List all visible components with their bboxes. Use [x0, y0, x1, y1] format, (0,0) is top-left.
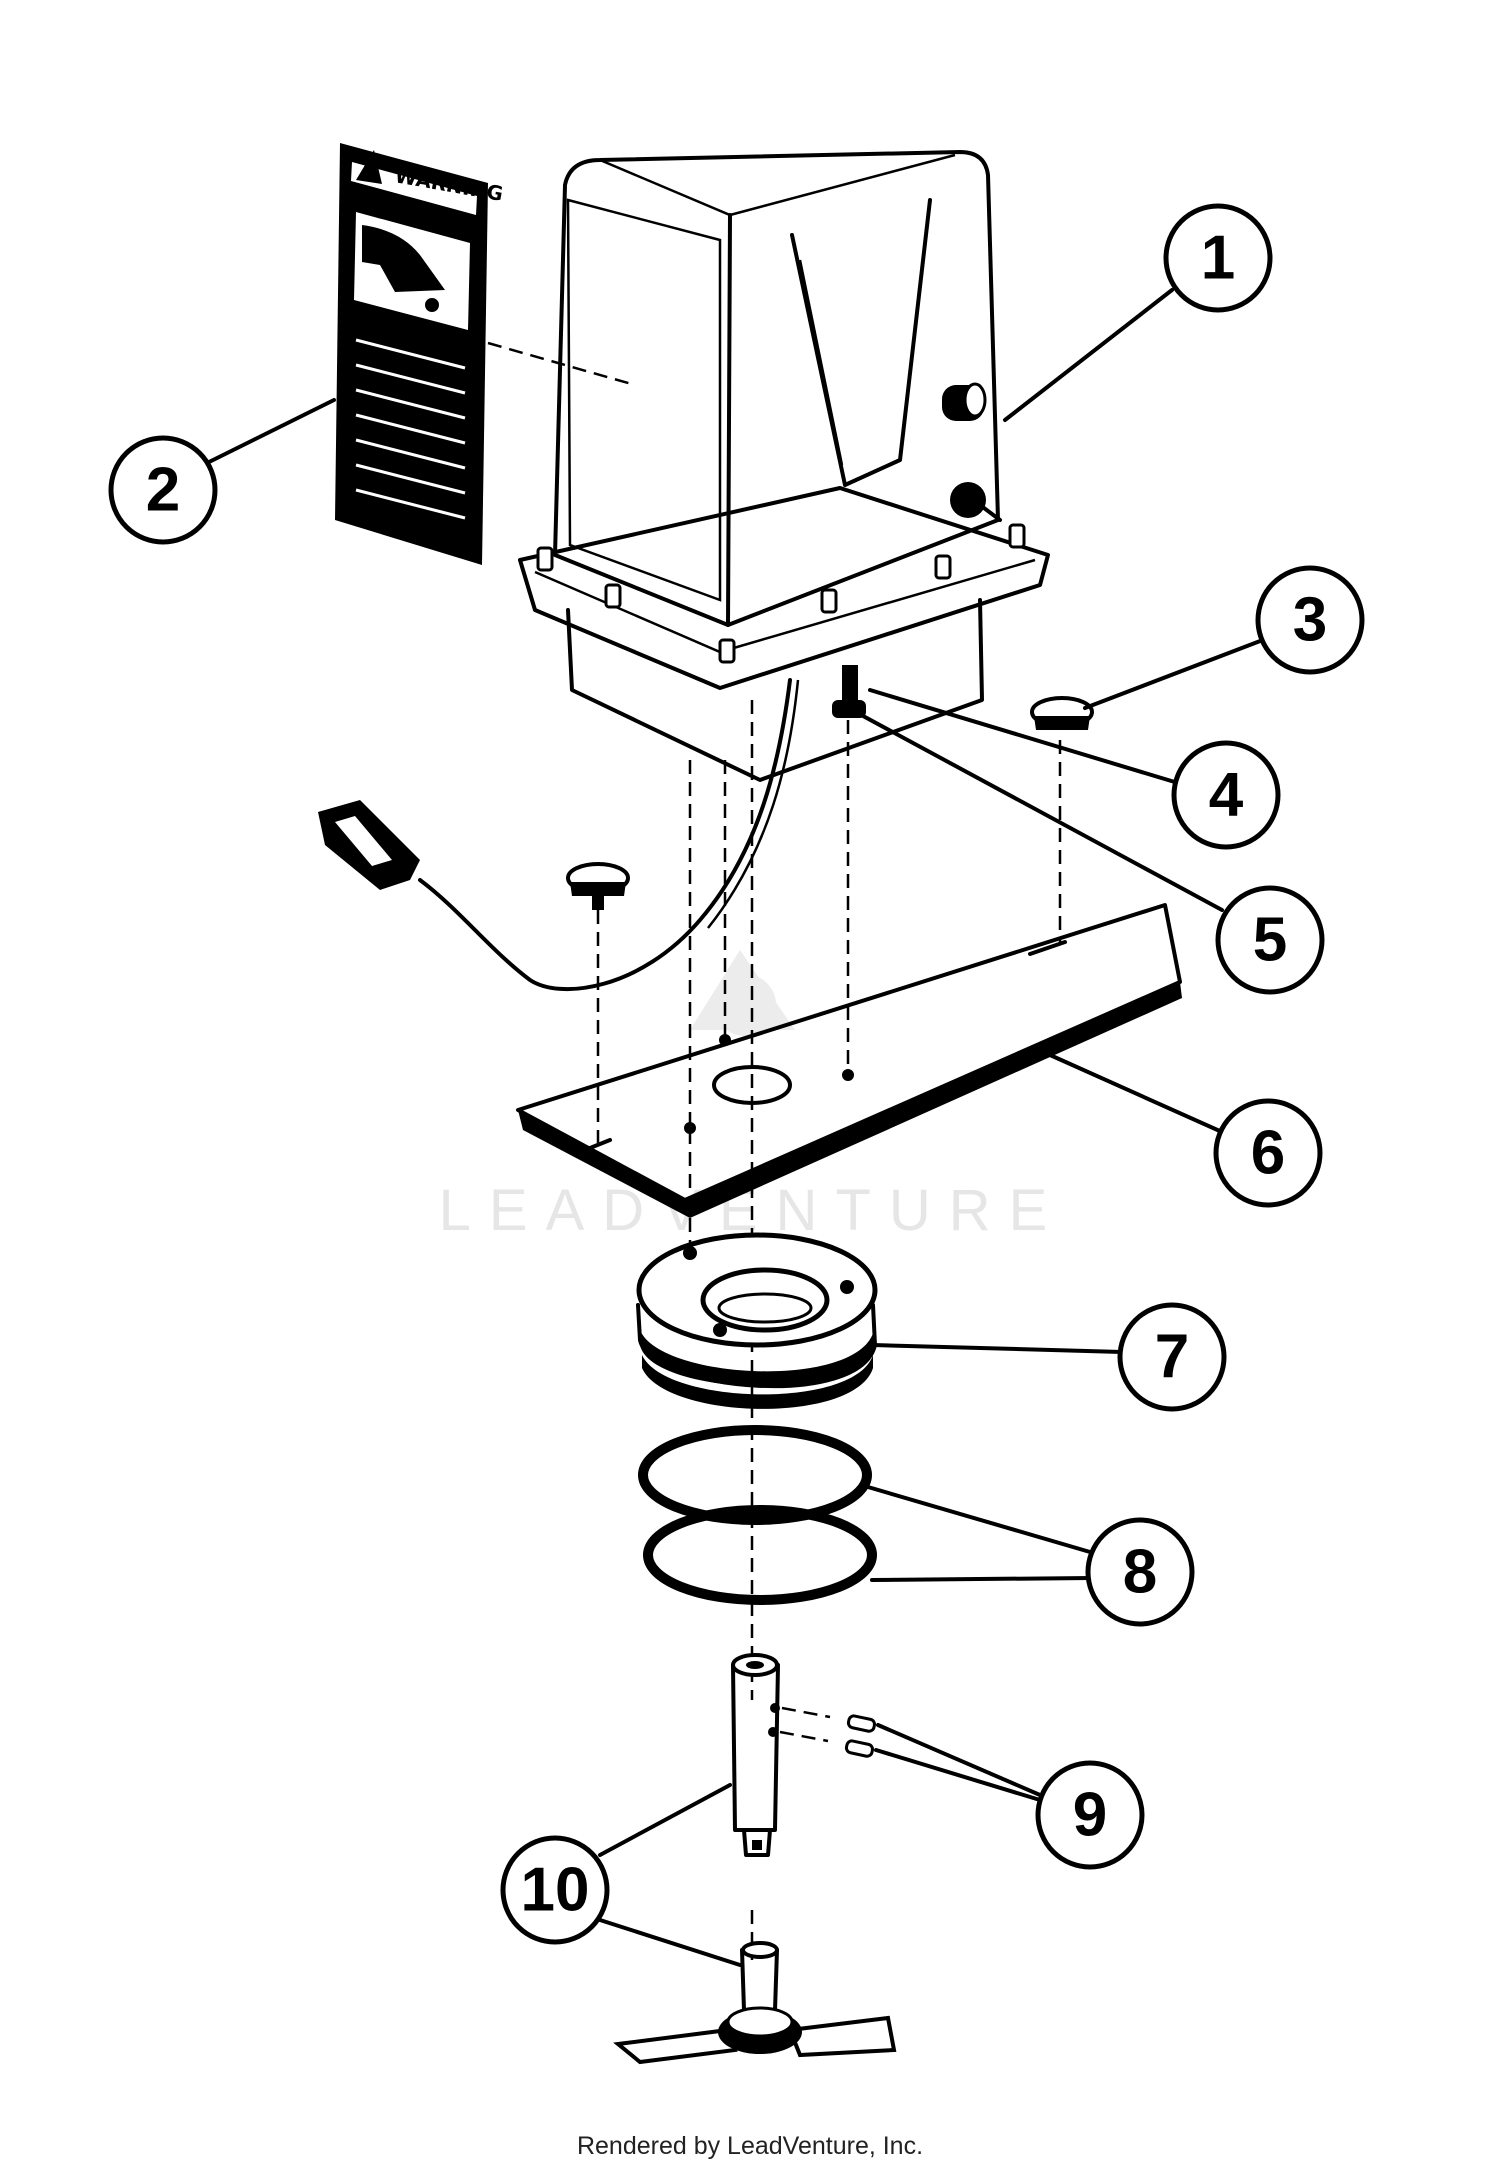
callout-4-label: 4 — [1209, 761, 1244, 830]
part-10-blade-hub[interactable] — [613, 1941, 897, 2065]
callout-10[interactable]: 10 — [500, 1835, 610, 1945]
part-9-pins[interactable] — [779, 1706, 877, 1758]
part-1-motor-housing[interactable] — [518, 150, 1050, 782]
part-5-screw[interactable] — [832, 665, 866, 718]
callout-7-label: 7 — [1155, 1323, 1189, 1392]
part-10-shaft[interactable] — [731, 1653, 780, 1857]
callout-6[interactable]: 6 — [1213, 1098, 1323, 1208]
callout-2[interactable]: 2 — [108, 435, 218, 545]
callout-6-label: 6 — [1251, 1119, 1285, 1188]
part-7-pulley[interactable] — [636, 1232, 878, 1409]
part-2-warning-label[interactable]: WARNING — [335, 143, 636, 565]
callout-4[interactable]: 4 — [1171, 740, 1281, 850]
callout-1[interactable]: 1 — [1163, 203, 1273, 313]
part-3-nut[interactable] — [1030, 696, 1094, 730]
part-6-mounting-plate[interactable] — [516, 903, 1182, 1218]
callout-8[interactable]: 8 — [1085, 1517, 1195, 1627]
callout-7[interactable]: 7 — [1117, 1302, 1227, 1412]
callout-2-label: 2 — [146, 456, 180, 525]
part-8-belts[interactable] — [638, 1425, 877, 1605]
wire-harness-connector[interactable] — [318, 678, 800, 992]
footer-credit: Rendered by LeadVenture, Inc. — [576, 2132, 924, 2160]
leader-lines — [201, 288, 1270, 1967]
callout-9[interactable]: 9 — [1035, 1760, 1145, 1870]
callout-5[interactable]: 5 — [1215, 885, 1325, 995]
callout-1-label: 1 — [1201, 224, 1235, 293]
part-4-nut[interactable] — [566, 862, 630, 910]
callout-9-label: 9 — [1073, 1781, 1107, 1850]
callout-5-label: 5 — [1253, 906, 1287, 975]
callout-3[interactable]: 3 — [1255, 565, 1365, 675]
callout-3-label: 3 — [1293, 586, 1327, 655]
callout-10-label: 10 — [521, 1856, 590, 1925]
assembly-guide-lines — [596, 700, 1062, 1960]
callout-8-label: 8 — [1123, 1538, 1157, 1607]
